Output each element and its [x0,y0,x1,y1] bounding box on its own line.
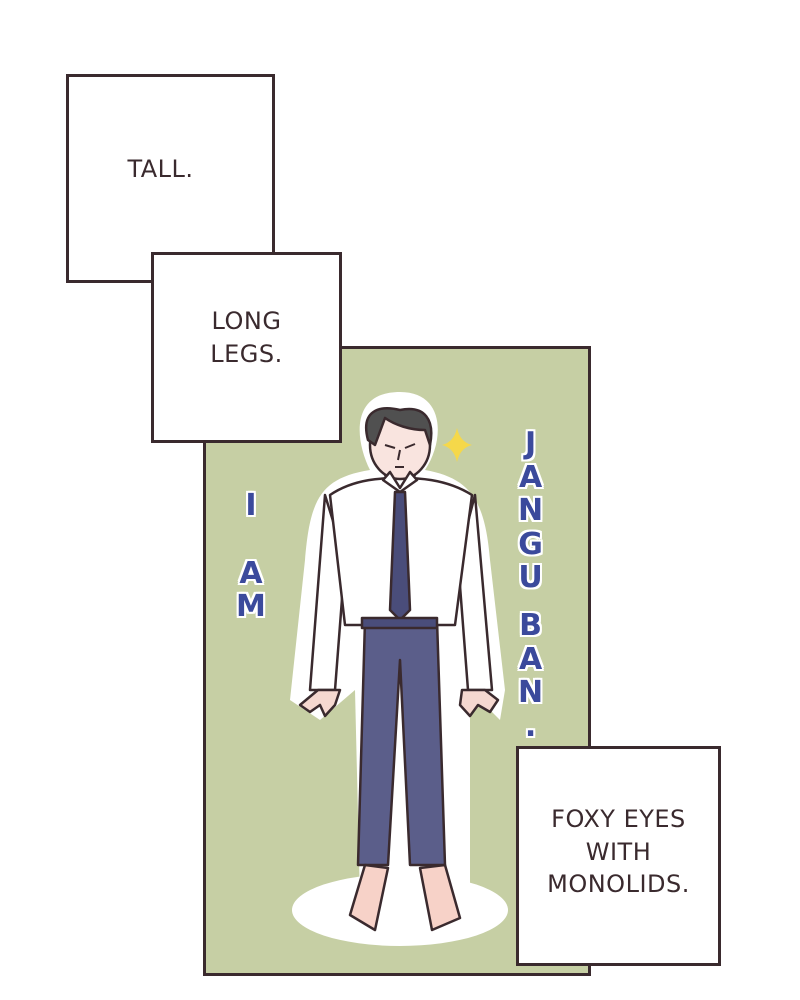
letter: U [518,560,543,596]
caption-line: WITH [585,837,652,866]
caption-text: LONG LEGS. [210,305,283,370]
text-jangu-ban: J A N G U B A N . [518,427,543,743]
belt [360,616,439,630]
letter: N [518,675,544,711]
hair [365,407,433,447]
letter: A [518,459,543,495]
letter: B [519,607,542,643]
nose [397,449,401,461]
right-hand [458,688,500,718]
caption-text: TALL. [127,155,194,184]
sparkle-icon [442,428,472,462]
trousers [356,618,447,867]
caption-box-tall: TALL. [66,74,275,283]
letter: M [236,589,266,625]
eye-right [404,443,416,449]
letter: N [518,493,544,529]
left-hand [298,688,342,718]
letter: G [518,526,543,562]
letter: A [518,641,543,677]
tie [388,490,412,622]
left-shoe [348,863,390,932]
letter: I [245,488,257,523]
caption-box-foxy-eyes: FOXY EYES WITH MONOLIDS. [516,746,721,966]
caption-line: LEGS. [210,339,283,368]
caption-line: MONOLIDS. [547,870,690,899]
eye-left [384,444,396,449]
caption-text: FOXY EYES WITH MONOLIDS. [547,803,690,900]
right-shoe [418,863,462,932]
caption-box-long-legs: LONG LEGS. [151,252,342,443]
text-i-am: I A M [236,489,266,624]
letter: J [524,426,537,461]
letter: A [239,555,263,591]
caption-line: LONG [211,307,282,336]
letter: . [524,708,537,744]
face-details [384,443,416,468]
caption-line: FOXY EYES [551,805,686,834]
